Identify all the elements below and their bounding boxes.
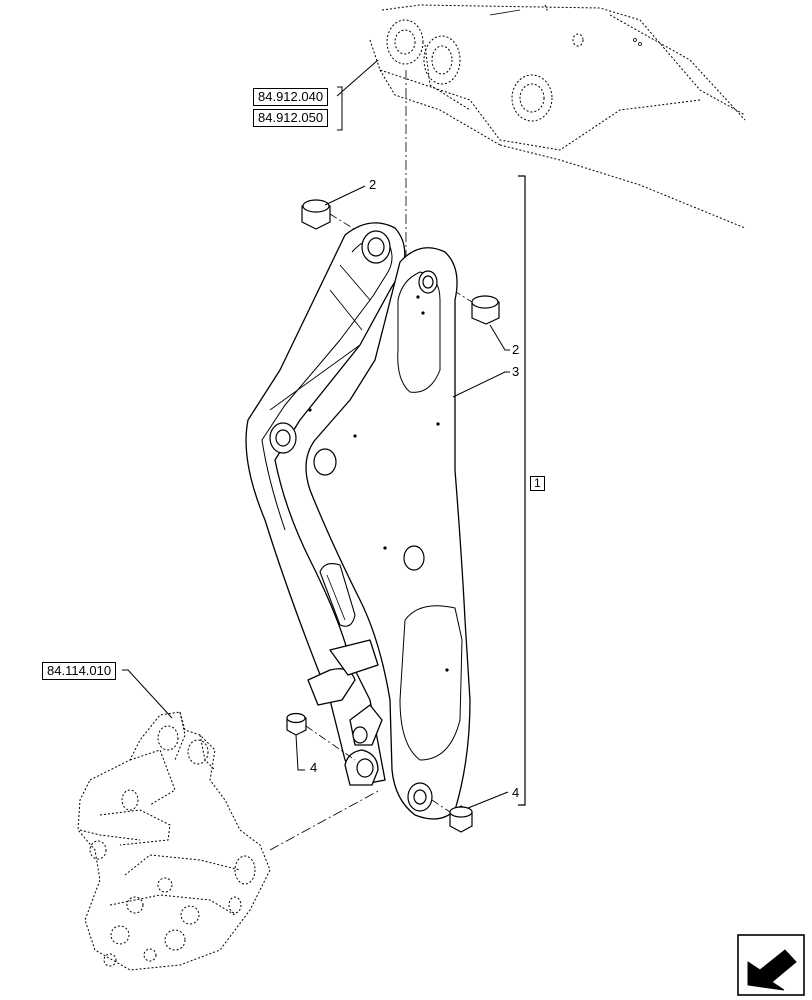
- leader-ref-bottom: [122, 669, 173, 719]
- reference-box-84-912-050[interactable]: 84.912.050: [253, 109, 329, 127]
- bushing-4-l-axis: [305, 725, 356, 761]
- bushing-4-left: [286, 712, 307, 736]
- callout-4-right: 4: [512, 785, 520, 800]
- callout-1-assembly: 1: [530, 476, 545, 491]
- centerline-bottom: [269, 789, 381, 851]
- assembly-bracket: [518, 175, 526, 806]
- arm-small-holes: [308, 295, 449, 672]
- leader-3: [452, 371, 510, 398]
- bushing-2-right: [471, 295, 500, 325]
- upper-structure-detail: [489, 9, 642, 46]
- callout-3: 3: [512, 364, 520, 379]
- ref-bracket-top: [337, 86, 343, 131]
- next-page-arrow-icon[interactable]: [737, 934, 805, 996]
- boom-arm: [245, 222, 471, 820]
- bushing-2-top-left: [301, 199, 331, 230]
- leader-2-right: [489, 324, 510, 351]
- arm-holes: [269, 230, 438, 812]
- reference-box-84-114-010[interactable]: 84.114.010: [42, 662, 117, 680]
- reference-box-84-912-040[interactable]: 84.912.040: [253, 88, 329, 106]
- bushing-4-r-axis: [431, 799, 451, 813]
- leader-2-top: [324, 185, 366, 206]
- upper-structure-dotted: [369, 4, 746, 229]
- callout-4-left: 4: [310, 760, 318, 775]
- leader-ref-top: [336, 59, 379, 97]
- lower-structure-dotted: [77, 711, 271, 971]
- bushing-4-right: [449, 805, 473, 833]
- callout-2-right: 2: [512, 342, 520, 357]
- leader-4-left: [295, 734, 305, 771]
- callout-2-top-left: 2: [369, 177, 377, 192]
- leader-4-right: [467, 791, 509, 809]
